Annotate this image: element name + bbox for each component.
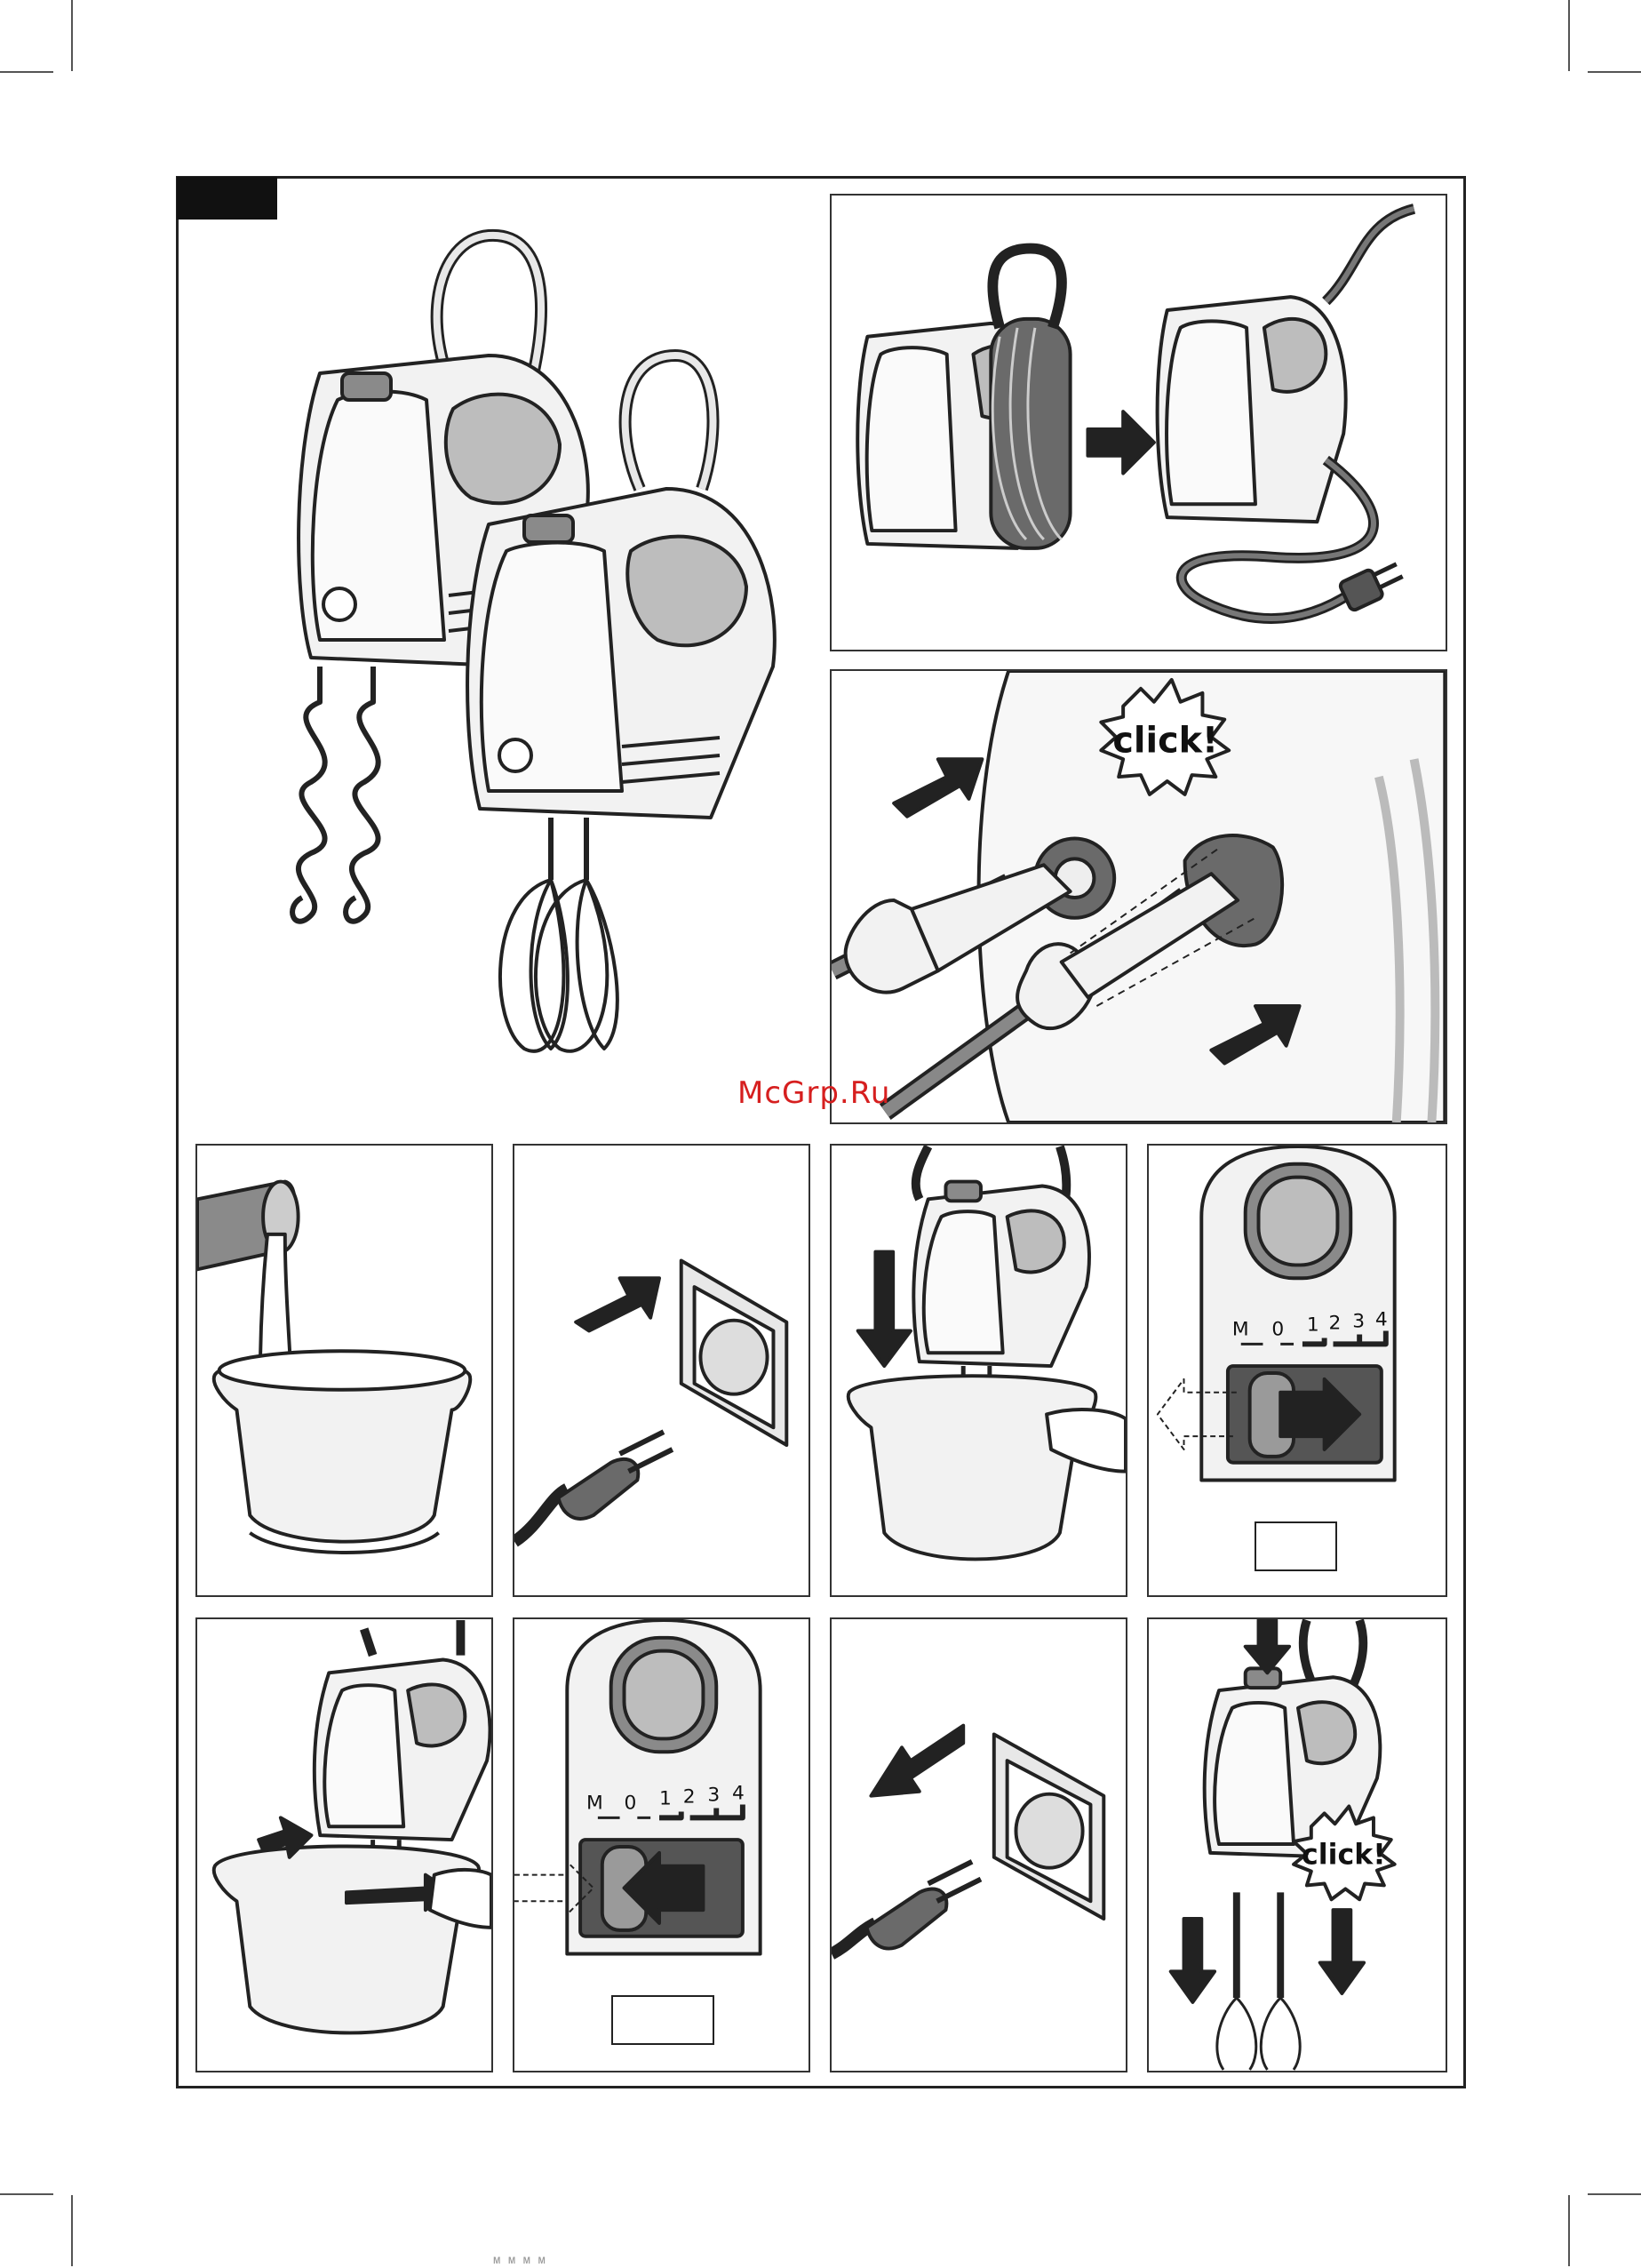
attach-tools-panel: click! [830,669,1447,1124]
dial-mark: 0 [625,1792,637,1814]
blank-label-box [611,1995,714,2045]
crop-mark [1588,2193,1641,2195]
unplug-socket-panel [830,1617,1127,2072]
dial-mark: 2 [683,1786,696,1809]
blank-label-box [1255,1521,1337,1571]
dial-mark: 3 [1352,1311,1365,1333]
crop-mark [71,0,73,71]
mixers-overview-illustration [258,222,791,1075]
crop-mark [71,2195,73,2266]
watermark-text: McGrp.Ru [737,1075,890,1111]
dial-mark: 1 [659,1788,672,1810]
crop-mark [1588,71,1641,73]
crop-mark [1568,2195,1570,2266]
crop-mark [0,2193,53,2195]
click-label: click! [1302,1840,1386,1872]
mixer-in-bowl-panel [830,1144,1127,1597]
click-label: click! [1112,720,1218,761]
dial-mark: 1 [1307,1314,1319,1337]
crop-mark [1568,0,1570,71]
page-tab-marker [177,177,277,220]
mixing-in-bowl-panel [195,1617,493,2072]
dial-mark: 4 [732,1783,745,1805]
speed-dial-off-panel: M 0 1 2 3 4 [513,1617,810,2072]
plug-in-socket-panel [513,1144,810,1597]
eject-tools-panel: click! [1147,1617,1447,2072]
speed-dial-on-panel: M 0 1 2 3 4 [1147,1144,1447,1597]
pour-into-bowl-panel [195,1144,493,1597]
dial-mark: 2 [1329,1313,1342,1335]
dial-mark: 4 [1375,1309,1388,1331]
cord-unwind-panel [830,194,1447,651]
dial-mark: 3 [707,1785,720,1807]
dial-mark: M [1232,1318,1249,1340]
footer-print-code: ᴍ ᴍ ᴍ ᴍ [493,2253,546,2268]
crop-mark [0,71,53,73]
dial-mark: M [586,1792,603,1814]
dial-mark: 0 [1271,1318,1284,1340]
